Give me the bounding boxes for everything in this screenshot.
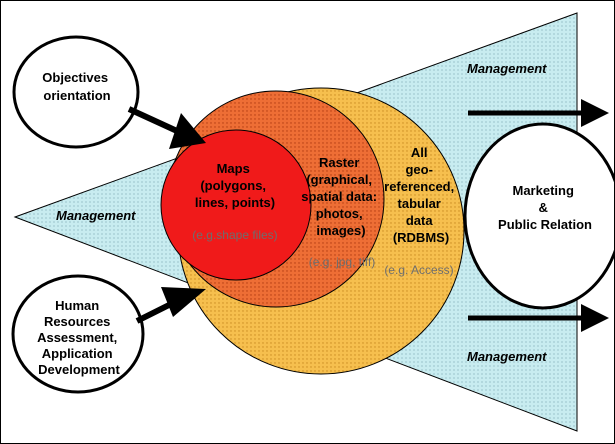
human-resources-arrow	[135, 287, 206, 324]
objectives-label: Objectives orientation	[42, 70, 111, 103]
marketing-label: Marketing & Public Relation	[498, 183, 592, 232]
all-data-label: All geo- referenced, tabular data (RDBMS…	[384, 145, 458, 245]
marketing-ellipse	[463, 122, 614, 310]
human-resources-ellipse	[11, 274, 145, 394]
maps-example: (e.g.shape files)	[192, 228, 277, 242]
upper-management-arrow	[468, 99, 609, 127]
maps-label: Maps (polygons, lines, points)	[195, 161, 275, 210]
objectives-ellipse	[12, 35, 140, 149]
all-data-example: (e.g. Access)	[384, 263, 453, 277]
human-resources-label: Human Resources Assessment, Application …	[37, 298, 121, 377]
management-label-top: Management	[467, 61, 547, 76]
lower-management-arrow	[468, 304, 609, 332]
maps-circle	[160, 129, 312, 281]
management-label-bottom: Management	[467, 349, 547, 364]
objectives-arrow	[127, 106, 206, 149]
management-label-left: Management	[56, 208, 136, 223]
raster-example: (e.g. jpg, tiff)	[309, 255, 375, 269]
raster-label: Raster (graphical, spatial data: photos,…	[301, 155, 380, 238]
